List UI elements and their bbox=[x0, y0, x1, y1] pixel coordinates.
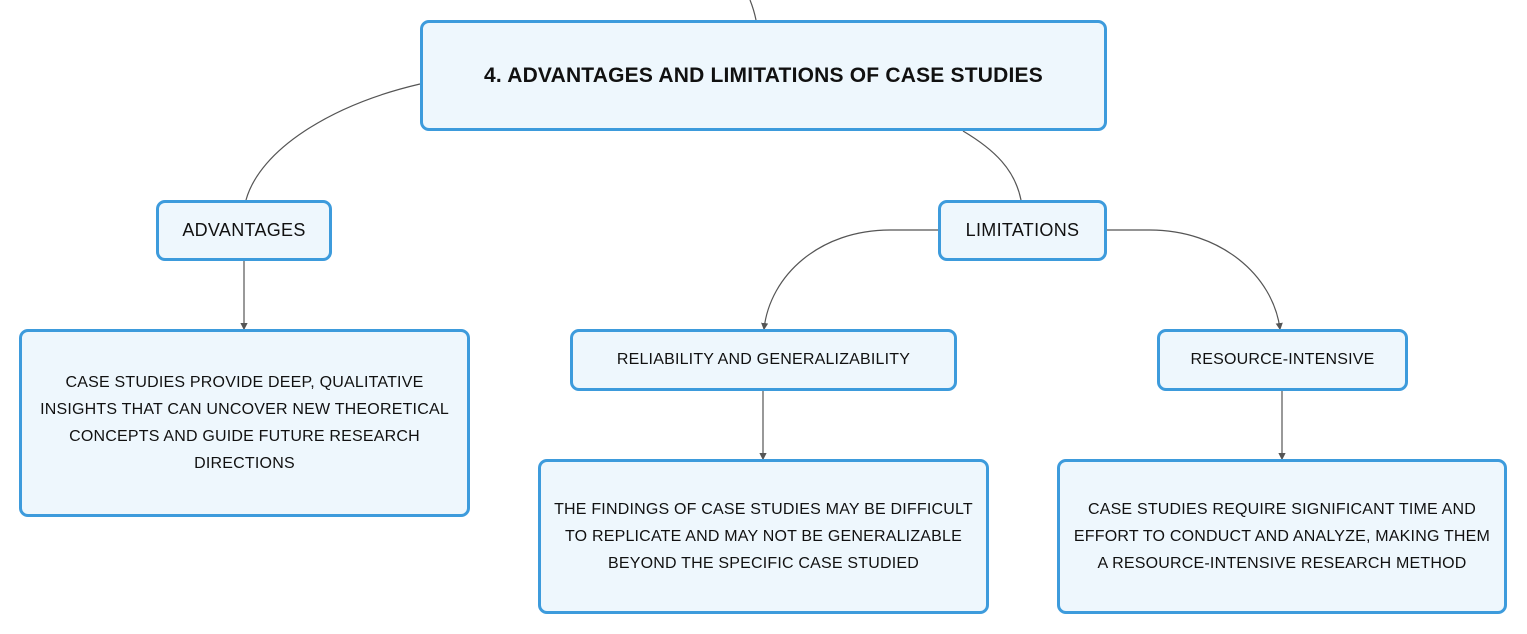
connector-parent-to-root bbox=[749, 0, 757, 21]
connector-limitations-to-resource bbox=[1106, 229, 1283, 331]
advantages-detail-node[interactable]: CASE STUDIES PROVIDE DEEP, QUALITATIVE I… bbox=[19, 329, 470, 517]
advantages-node[interactable]: ADVANTAGES bbox=[156, 200, 332, 261]
reliability-generalizability-node[interactable]: RELIABILITY AND GENERALIZABILITY bbox=[570, 329, 957, 391]
resource-intensive-node[interactable]: RESOURCE-INTENSIVE bbox=[1157, 329, 1408, 391]
reliability-detail-node[interactable]: THE FINDINGS OF CASE STUDIES MAY BE DIFF… bbox=[538, 459, 989, 614]
root-node[interactable]: 4. ADVANTAGES AND LIMITATIONS OF CASE ST… bbox=[420, 20, 1107, 131]
advantages-detail-text: CASE STUDIES PROVIDE DEEP, QUALITATIVE I… bbox=[40, 374, 449, 472]
resource-detail-text: CASE STUDIES REQUIRE SIGNIFICANT TIME AN… bbox=[1073, 501, 1491, 572]
resource-detail-node[interactable]: CASE STUDIES REQUIRE SIGNIFICANT TIME AN… bbox=[1057, 459, 1507, 614]
reliability-generalizability-label: RELIABILITY AND GENERALIZABILITY bbox=[616, 351, 911, 368]
resource-intensive-label: RESOURCE-INTENSIVE bbox=[1190, 351, 1375, 368]
reliability-detail-text: THE FINDINGS OF CASE STUDIES MAY BE DIFF… bbox=[554, 501, 973, 572]
limitations-node[interactable]: LIMITATIONS bbox=[938, 200, 1107, 261]
connector-root-to-limitations bbox=[962, 130, 1022, 201]
limitations-node-label: LIMITATIONS bbox=[965, 220, 1080, 240]
connector-limitations-to-reliability bbox=[761, 229, 938, 331]
connector-root-to-advantages bbox=[245, 83, 421, 201]
advantages-node-label: ADVANTAGES bbox=[182, 220, 306, 240]
root-node-label: 4. ADVANTAGES AND LIMITATIONS OF CASE ST… bbox=[484, 63, 1043, 87]
